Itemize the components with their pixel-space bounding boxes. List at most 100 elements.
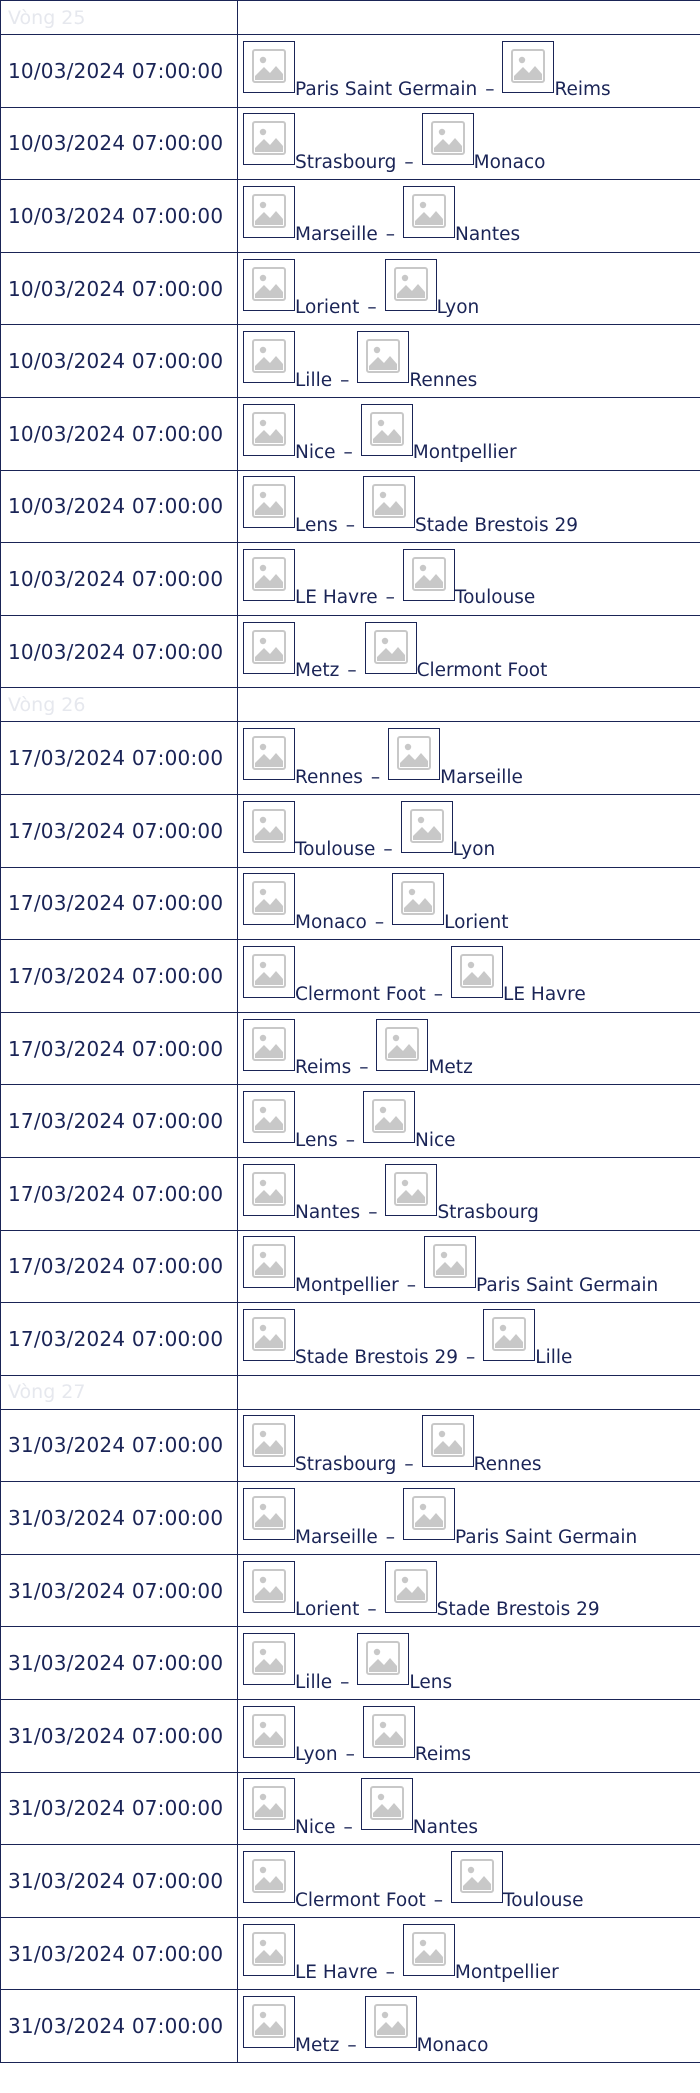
match-row[interactable]: 17/03/2024 07:00:00 Montpellier – Paris … [0, 1229, 700, 1304]
away-team-name[interactable]: LE Havre [503, 984, 586, 1006]
match-row[interactable]: 10/03/2024 07:00:00 Lille – Rennes [0, 324, 700, 398]
home-team-name[interactable]: Monaco [295, 911, 367, 933]
match-cell[interactable]: Metz – Monaco [237, 1989, 700, 2064]
match-cell[interactable]: Rennes – Marseille [237, 721, 700, 795]
match-cell[interactable]: Lorient – Lyon [237, 251, 700, 326]
match-cell[interactable]: Lyon – Reims [237, 1699, 700, 1773]
away-team-name[interactable]: Strasbourg [437, 1202, 539, 1224]
match-cell[interactable]: Nantes – Strasbourg [237, 1156, 700, 1231]
away-team-name[interactable]: Marseille [440, 766, 523, 788]
match-row[interactable]: 17/03/2024 07:00:00 Stade Brestois 29 – … [0, 1302, 700, 1376]
match-row[interactable]: 10/03/2024 07:00:00 Nice – Montpellier [0, 396, 700, 471]
match-cell[interactable]: Lorient – Stade Brestois 29 [237, 1553, 700, 1628]
away-team-name[interactable]: Stade Brestois 29 [436, 1599, 600, 1621]
away-team-name[interactable]: Nantes [412, 1816, 478, 1838]
match-row[interactable]: 10/03/2024 07:00:00 Lens – Stade Brestoi… [0, 469, 700, 544]
home-team-name[interactable]: Nice [295, 442, 336, 464]
home-team-name[interactable]: Strasbourg [295, 1453, 397, 1475]
away-team-name[interactable]: Monaco [473, 151, 546, 173]
match-row[interactable]: 10/03/2024 07:00:00 Metz – Clermont Foot [0, 614, 700, 689]
match-row[interactable]: 17/03/2024 07:00:00 Toulouse – Lyon [0, 793, 700, 868]
away-team-name[interactable]: Lorient [444, 911, 509, 933]
match-row[interactable]: 31/03/2024 07:00:00 Strasbourg – Rennes [0, 1408, 700, 1483]
match-cell[interactable]: Toulouse – Lyon [237, 793, 700, 868]
match-row[interactable]: 31/03/2024 07:00:00 Nice – Nantes [0, 1771, 700, 1846]
away-team-name[interactable]: Paris Saint Germain [476, 1274, 659, 1296]
match-row[interactable]: 10/03/2024 07:00:00 LE Havre – Toulouse [0, 542, 700, 616]
home-team-name[interactable]: Metz [295, 2034, 340, 2056]
home-team-name[interactable]: LE Havre [295, 587, 378, 609]
match-row[interactable]: 31/03/2024 07:00:00 Clermont Foot – Toul… [0, 1844, 700, 1918]
match-row[interactable]: 10/03/2024 07:00:00 Paris Saint Germain … [0, 34, 700, 108]
away-team-name[interactable]: Monaco [416, 2034, 489, 2056]
match-cell[interactable]: Nice – Montpellier [237, 396, 700, 471]
away-team-name[interactable]: Reims [414, 1744, 472, 1766]
match-row[interactable]: 17/03/2024 07:00:00 Rennes – Marseille [0, 721, 700, 795]
match-row[interactable]: 17/03/2024 07:00:00 Monaco – Lorient [0, 866, 700, 941]
away-team-name[interactable]: Lens [409, 1671, 453, 1693]
match-cell[interactable]: Stade Brestois 29 – Lille [237, 1302, 700, 1376]
away-team-name[interactable]: Reims [554, 79, 611, 101]
away-team-name[interactable]: Montpellier [412, 442, 517, 464]
match-row[interactable]: 17/03/2024 07:00:00 Reims – Metz [0, 1011, 700, 1086]
away-team-name[interactable]: Metz [428, 1057, 473, 1079]
match-row[interactable]: 10/03/2024 07:00:00 Lorient – Lyon [0, 251, 700, 326]
home-team-name[interactable]: Strasbourg [295, 151, 397, 173]
match-cell[interactable]: Strasbourg – Monaco [237, 106, 700, 181]
match-row[interactable]: 17/03/2024 07:00:00 Nantes – Strasbourg [0, 1156, 700, 1231]
away-team-name[interactable]: Rennes [473, 1453, 542, 1475]
match-cell[interactable]: Paris Saint Germain – Reims [237, 34, 700, 108]
home-team-name[interactable]: Toulouse [295, 839, 376, 861]
home-team-name[interactable]: Montpellier [295, 1274, 399, 1296]
match-cell[interactable]: Lens – Nice [237, 1084, 700, 1158]
match-cell[interactable]: Marseille – Nantes [237, 179, 700, 253]
home-team-name[interactable]: Lille [295, 369, 333, 391]
home-team-name[interactable]: Clermont Foot [295, 1889, 426, 1911]
match-cell[interactable]: Monaco – Lorient [237, 866, 700, 941]
home-team-name[interactable]: Stade Brestois 29 [295, 1347, 459, 1369]
match-cell[interactable]: Lens – Stade Brestois 29 [237, 469, 700, 544]
home-team-name[interactable]: Nantes [295, 1202, 361, 1224]
away-team-name[interactable]: Stade Brestois 29 [414, 514, 579, 536]
home-team-name[interactable]: Paris Saint Germain [295, 79, 478, 101]
home-team-name[interactable]: Lens [295, 514, 338, 536]
match-cell[interactable]: Marseille – Paris Saint Germain [237, 1481, 700, 1555]
home-team-name[interactable]: Marseille [295, 1526, 378, 1548]
match-cell[interactable]: Lille – Rennes [237, 324, 700, 398]
match-row[interactable]: 10/03/2024 07:00:00 Marseille – Nantes [0, 179, 700, 253]
match-cell[interactable]: Nice – Nantes [237, 1771, 700, 1846]
home-team-name[interactable]: Lens [295, 1129, 338, 1151]
match-row[interactable]: 10/03/2024 07:00:00 Strasbourg – Monaco [0, 106, 700, 181]
match-cell[interactable]: Clermont Foot – LE Havre [237, 939, 700, 1013]
match-cell[interactable]: LE Havre – Toulouse [237, 542, 700, 616]
match-cell[interactable]: Metz – Clermont Foot [237, 614, 700, 689]
away-team-name[interactable]: Lille [535, 1347, 573, 1369]
home-team-name[interactable]: Lorient [295, 1599, 360, 1621]
match-row[interactable]: 31/03/2024 07:00:00 Metz – Monaco [0, 1989, 700, 2064]
away-team-name[interactable]: Lyon [452, 839, 496, 861]
home-team-name[interactable]: Rennes [295, 766, 363, 788]
home-team-name[interactable]: Reims [295, 1057, 352, 1079]
match-cell[interactable]: LE Havre – Montpellier [237, 1916, 700, 1991]
away-team-name[interactable]: Clermont Foot [416, 660, 548, 682]
home-team-name[interactable]: Lyon [295, 1744, 338, 1766]
match-cell[interactable]: Reims – Metz [237, 1011, 700, 1086]
home-team-name[interactable]: Lille [295, 1671, 333, 1693]
away-team-name[interactable]: Nantes [454, 224, 521, 246]
home-team-name[interactable]: LE Havre [295, 1962, 378, 1984]
away-team-name[interactable]: Montpellier [454, 1962, 559, 1984]
match-row[interactable]: 31/03/2024 07:00:00 Lorient – Stade Bres… [0, 1553, 700, 1628]
away-team-name[interactable]: Rennes [409, 369, 478, 391]
match-row[interactable]: 31/03/2024 07:00:00 LE Havre – Montpelli… [0, 1916, 700, 1991]
away-team-name[interactable]: Toulouse [454, 587, 536, 609]
match-cell[interactable]: Montpellier – Paris Saint Germain [237, 1229, 700, 1304]
match-row[interactable]: 31/03/2024 07:00:00 Lyon – Reims [0, 1699, 700, 1773]
home-team-name[interactable]: Marseille [295, 224, 378, 246]
match-cell[interactable]: Clermont Foot – Toulouse [237, 1844, 700, 1918]
away-team-name[interactable]: Nice [414, 1129, 456, 1151]
away-team-name[interactable]: Lyon [436, 297, 480, 319]
match-cell[interactable]: Strasbourg – Rennes [237, 1408, 700, 1483]
home-team-name[interactable]: Metz [295, 660, 340, 682]
match-cell[interactable]: Lille – Lens [237, 1626, 700, 1701]
away-team-name[interactable]: Paris Saint Germain [454, 1526, 638, 1548]
